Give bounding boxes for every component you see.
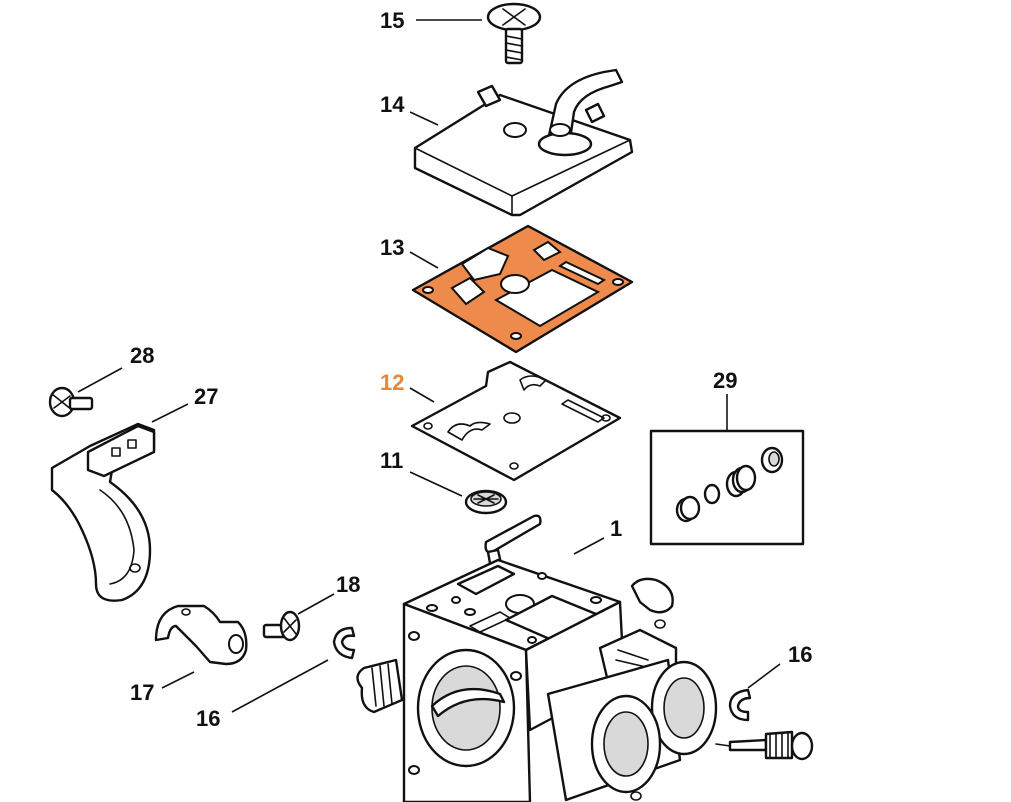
adjustment-needle[interactable] (715, 730, 814, 761)
callout-18[interactable]: 18 (336, 572, 360, 597)
callout-11[interactable]: 11 (380, 448, 403, 473)
part-11-filter-screen[interactable] (464, 489, 508, 515)
callout-16-right[interactable]: 16 (788, 642, 812, 667)
part-14-cover[interactable] (413, 68, 634, 217)
leader-11 (409, 471, 463, 497)
callout-14[interactable]: 14 (380, 92, 405, 117)
part-15-screw[interactable] (486, 2, 542, 65)
part-27-lever[interactable] (50, 422, 156, 602)
leader-1 (573, 537, 605, 555)
leader-18 (297, 593, 335, 615)
part-17-bracket[interactable] (154, 604, 248, 666)
callout-12[interactable]: 12 (380, 370, 404, 395)
callout-27[interactable]: 27 (194, 384, 218, 409)
leader-16-right (747, 663, 781, 689)
callout-1[interactable]: 1 (610, 516, 622, 541)
part-13-gasket[interactable] (411, 224, 634, 354)
part-12-diaphragm[interactable] (410, 360, 622, 482)
part-28-bolt[interactable] (48, 386, 94, 418)
callout-16-left[interactable]: 16 (196, 706, 220, 731)
leader-13 (409, 251, 439, 269)
leader-27 (151, 403, 189, 423)
callout-15[interactable]: 15 (380, 8, 404, 33)
part-18-screw[interactable] (262, 610, 301, 642)
part-1-carburetor-body[interactable] (356, 514, 718, 802)
leader-16-left (231, 659, 329, 713)
part-16-circlip-right[interactable] (728, 688, 752, 722)
leader-17 (161, 671, 195, 689)
callout-28[interactable]: 28 (130, 343, 154, 368)
leader-12 (409, 387, 435, 403)
leader-28 (77, 367, 123, 393)
callout-17[interactable]: 17 (130, 680, 154, 705)
part-16-circlip-left[interactable] (332, 626, 356, 660)
leader-14 (409, 111, 439, 126)
callout-29[interactable]: 29 (713, 368, 737, 393)
part-29-kit[interactable] (649, 429, 805, 546)
callout-13[interactable]: 13 (380, 235, 404, 260)
